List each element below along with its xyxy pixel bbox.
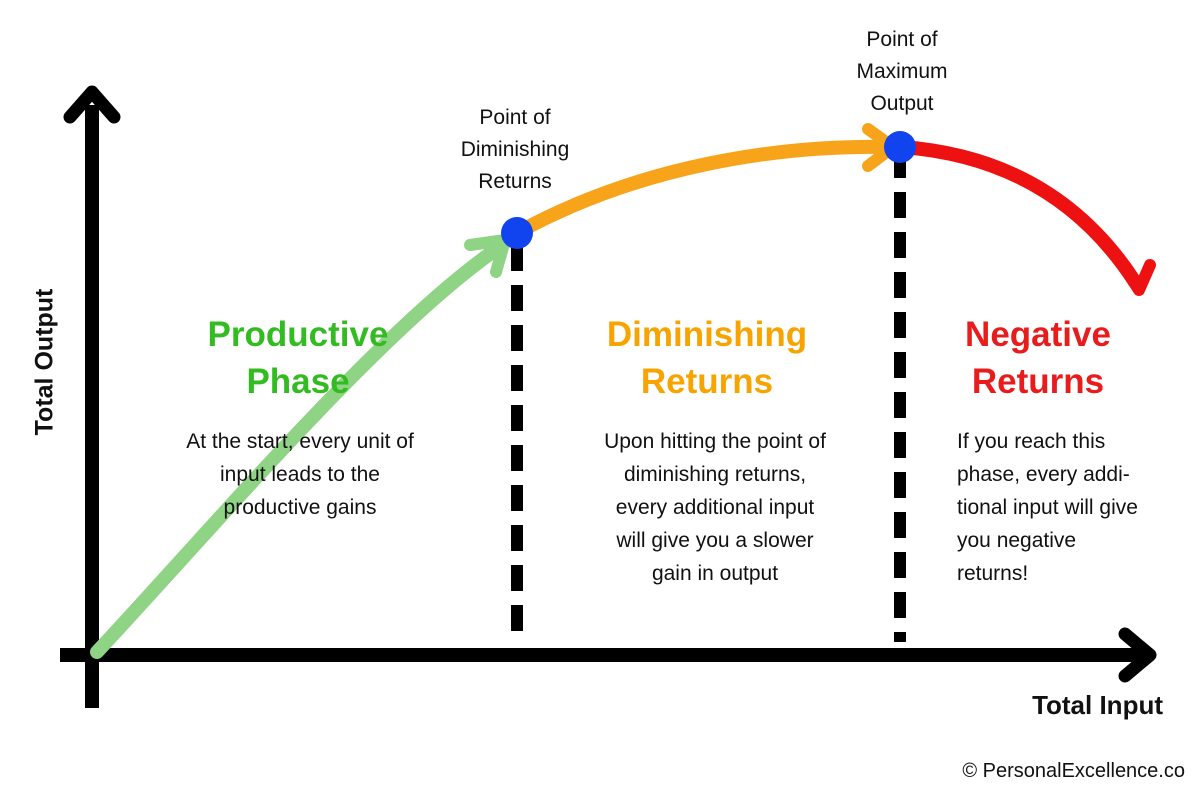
productive-phase-curve [90,241,505,659]
diminishing-returns-description: Upon hitting the point of diminishing re… [604,430,826,585]
y-axis-arrowhead [63,85,121,124]
diminishing-returns-point [501,217,533,249]
diminishing-point-label: Point of Diminishing Returns [460,106,570,193]
diminishing-returns-title: Diminishing Returns [606,315,808,401]
x-axis-arrowhead [1118,627,1157,683]
negative-returns-description: If you reach this phase, every addi- tio… [957,430,1138,585]
productive-phase-description: At the start, every unit of input leads … [186,430,414,519]
negative-returns-curve [895,140,1142,289]
productive-phase-title: Productive Phase [207,315,389,401]
copyright-notice: © PersonalExcellence.co [962,760,1185,782]
negative-returns-title: Negative Returns [965,315,1111,401]
maximum-output-point [884,131,916,163]
x-axis-label: Total Input [1032,690,1163,720]
diminishing-returns-curve [510,139,895,240]
maximum-point-label: Point of Maximum Output [856,28,948,115]
negative-curve-arrowhead [1115,256,1156,296]
y-axis-label: Total Output [30,288,59,436]
